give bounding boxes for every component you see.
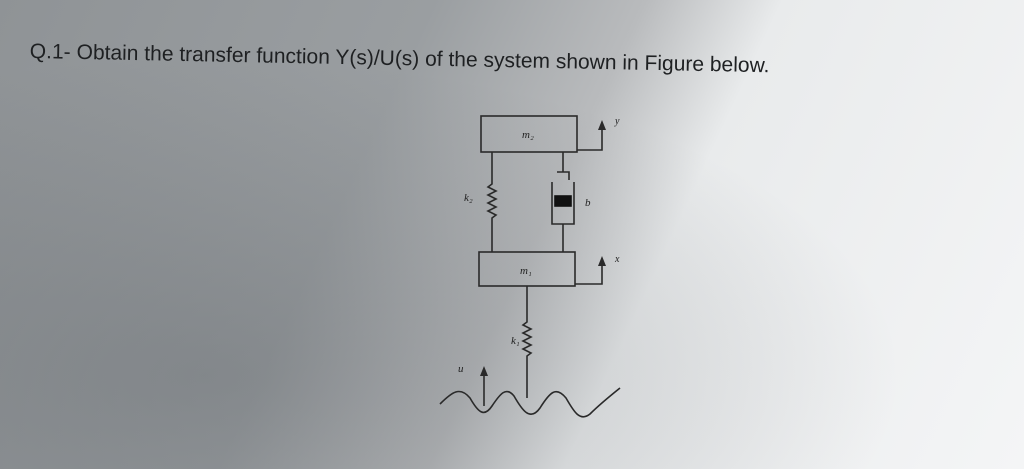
u-arrowhead (480, 366, 488, 376)
label-y: y (614, 116, 620, 127)
label-m2: m₂ (522, 129, 534, 141)
label-k1: k₁ (511, 335, 520, 347)
damper-b (551, 152, 575, 252)
label-u: u (458, 363, 464, 375)
spring-k1 (521, 286, 533, 398)
y-reference-line (577, 128, 603, 151)
road-surface-wave (439, 387, 621, 418)
label-k2: k₂ (464, 192, 473, 204)
x-reference-line (575, 264, 603, 285)
label-m1: m₁ (520, 265, 532, 277)
label-x: x (614, 254, 620, 265)
label-b: b (585, 197, 591, 209)
mass-m2-block (480, 115, 578, 153)
spring-k2 (486, 152, 498, 252)
x-arrowhead (598, 256, 606, 266)
y-arrowhead (598, 120, 606, 130)
